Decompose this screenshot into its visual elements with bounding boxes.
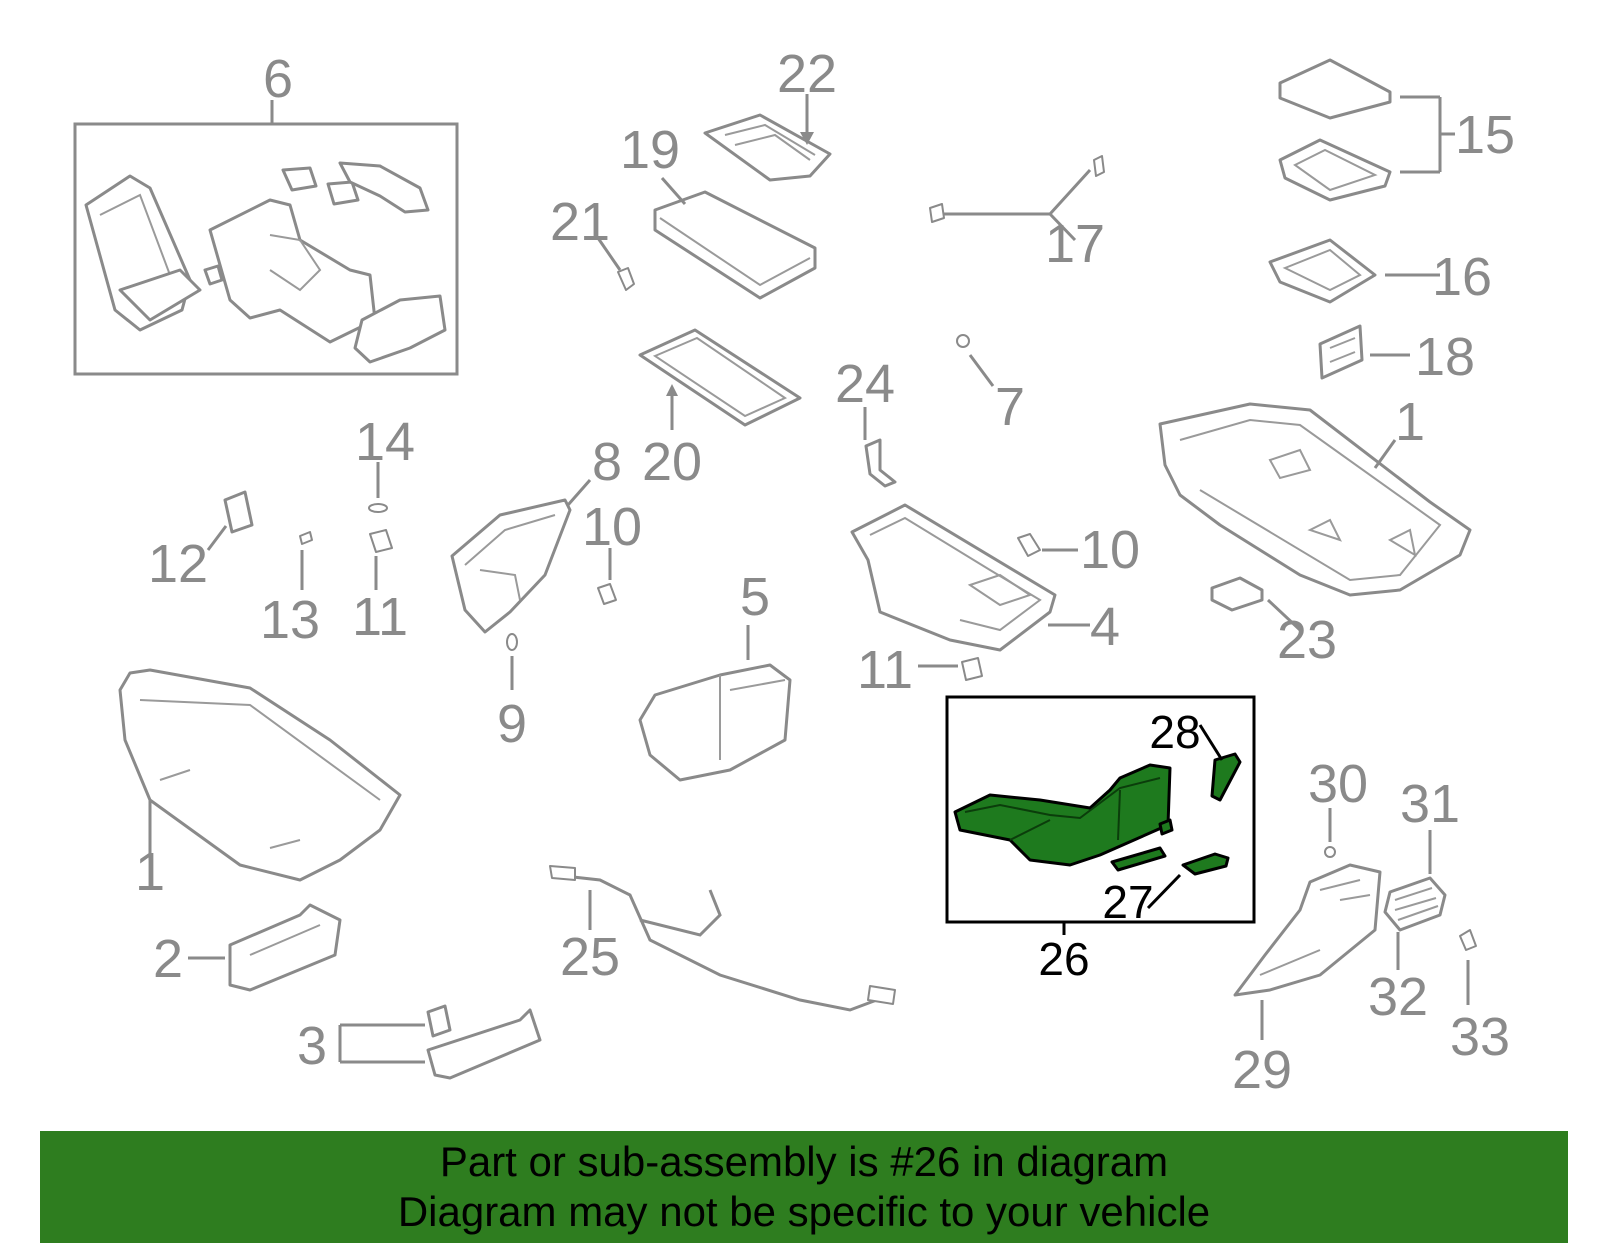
part-8-trim[interactable] [450, 479, 592, 634]
callout-4[interactable]: 4 [1090, 597, 1120, 657]
part-11-clip-center[interactable] [918, 657, 983, 681]
callout-24[interactable]: 24 [835, 354, 895, 414]
part-2-bracket[interactable] [188, 903, 342, 992]
part-26-assembly[interactable] [945, 695, 1256, 935]
callout-7[interactable]: 7 [995, 377, 1025, 437]
callout-19[interactable]: 19 [620, 120, 680, 180]
part-19-lid[interactable] [653, 177, 817, 300]
part-20-tray[interactable] [638, 328, 802, 430]
part-11-clip-left[interactable] [369, 529, 393, 590]
callout-15[interactable]: 15 [1455, 105, 1515, 165]
part-17-rod[interactable] [929, 155, 1105, 242]
callout-16[interactable]: 16 [1432, 247, 1492, 307]
callout-33[interactable]: 33 [1450, 1007, 1510, 1067]
callout-12[interactable]: 12 [148, 534, 208, 594]
callout-14[interactable]: 14 [355, 412, 415, 472]
callout-9[interactable]: 9 [497, 694, 527, 754]
part-12-bracket[interactable] [206, 490, 254, 551]
callout-1-right[interactable]: 1 [1395, 392, 1425, 452]
part-6-assembly[interactable] [73, 100, 459, 376]
callout-22[interactable]: 22 [777, 44, 837, 104]
callout-13[interactable]: 13 [260, 590, 320, 650]
callout-23[interactable]: 23 [1277, 610, 1337, 670]
part-31-vent[interactable] [1383, 830, 1447, 932]
part-33-clip[interactable] [1459, 929, 1477, 1005]
part-15-armrest-upper[interactable] [1278, 58, 1455, 202]
part-14-washer[interactable] [368, 462, 388, 513]
callout-8[interactable]: 8 [592, 432, 622, 492]
callout-30[interactable]: 30 [1308, 754, 1368, 814]
callout-31[interactable]: 31 [1400, 774, 1460, 834]
part-13-pin[interactable] [299, 531, 313, 590]
banner-line-part: Part or sub-assembly is #26 in diagram [439, 1138, 1169, 1185]
part-16-pad[interactable] [1268, 238, 1440, 304]
part-23-switch[interactable] [1210, 576, 1302, 632]
callout-2[interactable]: 2 [153, 929, 183, 989]
part-1-console-right[interactable] [1158, 402, 1472, 597]
part-3-brackets[interactable] [338, 1004, 542, 1080]
part-10-clip-left[interactable] [597, 548, 617, 605]
callout-18[interactable]: 18 [1415, 327, 1475, 387]
callout-11-left[interactable]: 11 [352, 587, 408, 647]
part-9-plug[interactable] [506, 633, 518, 690]
part-25-cable[interactable] [549, 865, 896, 1012]
callout-3[interactable]: 3 [297, 1016, 327, 1076]
callout-32[interactable]: 32 [1368, 967, 1428, 1027]
part-4-bin[interactable] [850, 503, 1090, 652]
part-1-console-left[interactable] [118, 668, 402, 882]
part-7-clip[interactable] [956, 334, 995, 387]
part-10-clip-right[interactable] [1017, 533, 1078, 557]
callout-10-right[interactable]: 10 [1080, 520, 1140, 580]
callout-20[interactable]: 20 [642, 432, 702, 492]
callout-25[interactable]: 25 [560, 927, 620, 987]
callout-21[interactable]: 21 [550, 192, 610, 252]
info-banner: Part or sub-assembly is #26 in diagram D… [40, 1131, 1568, 1243]
part-29-trim[interactable] [1233, 863, 1382, 1040]
callout-labels: 6 22 19 21 17 15 16 18 7 24 20 1 14 8 10… [135, 44, 1515, 1100]
part-22-mat[interactable] [703, 94, 832, 182]
callout-28[interactable]: 28 [1149, 706, 1200, 758]
part-24-harness[interactable] [863, 407, 897, 488]
part-5-boot[interactable] [638, 625, 792, 782]
callout-10-left[interactable]: 10 [582, 497, 642, 557]
callout-29[interactable]: 29 [1232, 1040, 1292, 1100]
callout-1-left[interactable]: 1 [135, 842, 165, 902]
part-18-bracket[interactable] [1318, 324, 1410, 380]
part-21-clip[interactable] [596, 237, 635, 291]
callout-6[interactable]: 6 [263, 49, 293, 109]
callout-27[interactable]: 27 [1102, 876, 1153, 928]
parts-diagram: 6 22 19 21 17 15 16 18 7 24 20 1 14 8 10… [73, 44, 1515, 1100]
callout-11-center[interactable]: 11 [857, 640, 913, 700]
banner-line-disclaimer: Diagram may not be specific to your vehi… [397, 1188, 1211, 1235]
callout-26[interactable]: 26 [1038, 933, 1089, 985]
callout-17[interactable]: 17 [1045, 214, 1105, 274]
callout-5[interactable]: 5 [740, 567, 770, 627]
part-30-clip[interactable] [1324, 808, 1336, 858]
